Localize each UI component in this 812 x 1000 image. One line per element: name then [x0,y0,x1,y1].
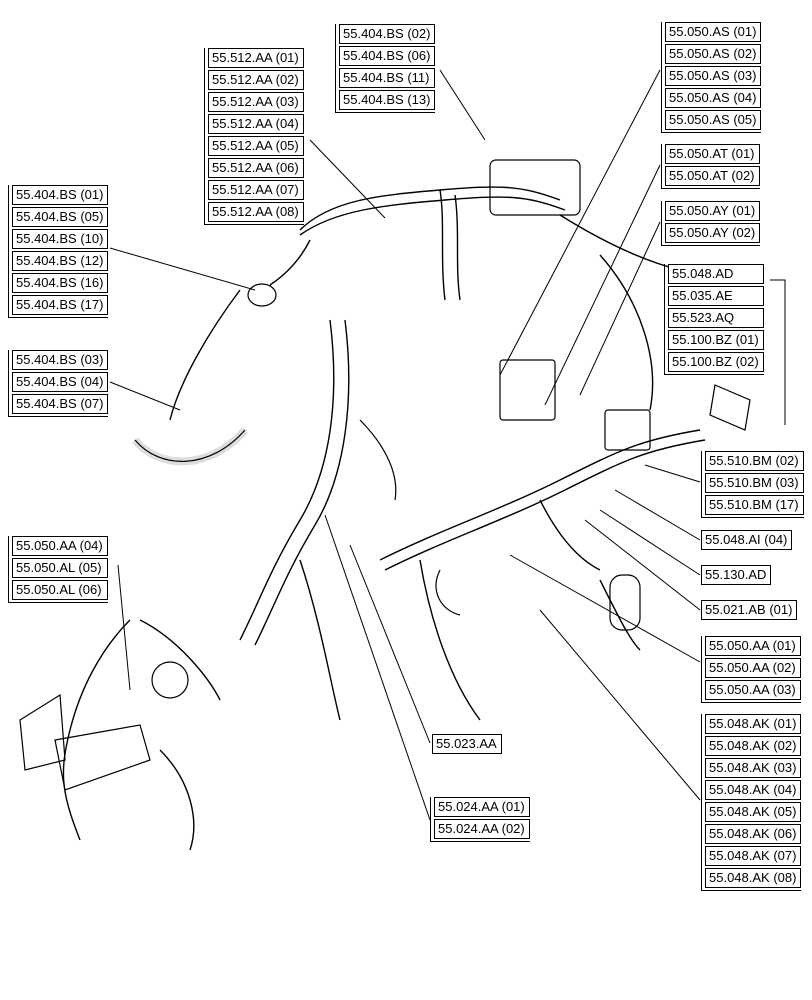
part-label[interactable]: 55.050.AA (02) [705,658,801,678]
part-label[interactable]: 55.512.AA (02) [208,70,304,90]
headlight-right-shape [54,724,151,791]
part-label[interactable]: 55.050.AS (03) [665,66,762,86]
part-label[interactable]: 55.050.AS (01) [665,22,762,42]
part-label[interactable]: 55.404.BS (04) [12,372,109,392]
part-label[interactable]: 55.404.BS (10) [12,229,109,249]
part-label[interactable]: 55.050.AT (02) [665,166,760,186]
label-group-024aa: 55.024.AA (01) 55.024.AA (02) [430,797,530,842]
label-group-050aa-right: 55.050.AA (01) 55.050.AA (02) 55.050.AA … [701,636,801,703]
part-label[interactable]: 55.050.AA (03) [705,680,801,700]
part-label[interactable]: 55.512.AA (08) [208,202,304,222]
part-label[interactable]: 55.048.AK (08) [705,868,802,888]
headlight-left-shape [19,693,66,771]
part-label[interactable]: 55.512.AA (01) [208,48,304,68]
label-group-404bs-mid: 55.404.BS (03) 55.404.BS (04) 55.404.BS … [8,350,109,417]
part-label[interactable]: 55.512.AA (06) [208,158,304,178]
part-label[interactable]: 55.048.AK (04) [705,780,802,800]
part-label[interactable]: 55.050.AA (04) [12,536,108,556]
part-label[interactable]: 55.050.AS (02) [665,44,762,64]
lamp-shape [247,283,277,307]
part-label[interactable]: 55.510.BM (03) [705,473,804,493]
part-label[interactable]: 55.048.AK (03) [705,758,802,778]
work-lamp-shape [709,384,751,431]
label-group-050ay: 55.050.AY (01) 55.050.AY (02) [661,201,761,246]
part-label[interactable]: 55.048.AK (05) [705,802,802,822]
part-label[interactable]: 55.024.AA (02) [434,819,530,839]
part-label[interactable]: 55.050.AS (05) [665,110,762,130]
part-label[interactable]: 55.404.BS (07) [12,394,109,414]
part-label[interactable]: 55.512.AA (07) [208,180,304,200]
part-label[interactable]: 55.404.BS (05) [12,207,109,227]
part-label[interactable]: 55.050.AL (06) [12,580,108,600]
part-label[interactable]: 55.048.AK (07) [705,846,802,866]
part-label[interactable]: 55.048.AK (01) [705,714,802,734]
part-label[interactable]: 55.050.AS (04) [665,88,762,108]
part-label[interactable]: 55.404.BS (16) [12,273,109,293]
part-label[interactable]: 55.130.AD [701,565,772,585]
label-group-130ad: 55.130.AD [701,565,772,587]
part-label[interactable]: 55.512.AA (04) [208,114,304,134]
part-label[interactable]: 55.050.AY (02) [665,223,761,243]
accumulator-shape [609,574,641,631]
label-group-048ad: 55.048.AD 55.035.AE 55.523.AQ 55.100.BZ … [664,264,764,375]
label-group-050as: 55.050.AS (01) 55.050.AS (02) 55.050.AS … [661,22,762,133]
ecu-module-shape [489,159,581,216]
label-group-023aa: 55.023.AA [432,734,502,756]
label-group-512aa: 55.512.AA (01) 55.512.AA (02) 55.512.AA … [204,48,304,225]
part-label[interactable]: 55.523.AQ [668,308,764,328]
part-label[interactable]: 55.048.AK (02) [705,736,802,756]
part-label[interactable]: 55.048.AI (04) [701,530,793,550]
part-label[interactable]: 55.021.AB (01) [701,600,798,620]
part-label[interactable]: 55.510.BM (02) [705,451,804,471]
part-label[interactable]: 55.404.BS (06) [339,46,436,66]
part-label[interactable]: 55.100.BZ (02) [668,352,764,372]
alternator-shape [151,661,189,699]
part-label[interactable]: 55.404.BS (02) [339,24,436,44]
label-group-404bs-left: 55.404.BS (01) 55.404.BS (05) 55.404.BS … [8,185,109,318]
part-label[interactable]: 55.050.AA (01) [705,636,801,656]
part-label[interactable]: 55.035.AE [668,286,764,306]
label-group-048ai: 55.048.AI (04) [701,530,793,552]
relay-box-shape [604,409,651,451]
part-label[interactable]: 55.404.BS (12) [12,251,109,271]
label-group-050at: 55.050.AT (01) 55.050.AT (02) [661,144,760,189]
label-group-048ak: 55.048.AK (01) 55.048.AK (02) 55.048.AK … [701,714,802,891]
label-group-021ab: 55.021.AB (01) [701,600,798,622]
component-shapes [19,159,751,791]
part-label[interactable]: 55.404.BS (03) [12,350,109,370]
label-group-404bs-top: 55.404.BS (02) 55.404.BS (06) 55.404.BS … [335,24,436,113]
part-label[interactable]: 55.048.AD [668,264,764,284]
part-label[interactable]: 55.404.BS (17) [12,295,109,315]
part-label[interactable]: 55.048.AK (06) [705,824,802,844]
leader-lines [109,69,786,821]
part-label[interactable]: 55.512.AA (05) [208,136,304,156]
part-label[interactable]: 55.404.BS (13) [339,90,436,110]
part-label[interactable]: 55.510.BM (17) [705,495,804,515]
harness-artwork [62,186,706,851]
label-group-510bm: 55.510.BM (02) 55.510.BM (03) 55.510.BM … [701,451,804,518]
part-label[interactable]: 55.404.BS (11) [339,68,436,88]
part-label[interactable]: 55.050.AT (01) [665,144,760,164]
part-label[interactable]: 55.404.BS (01) [12,185,109,205]
part-label[interactable]: 55.024.AA (01) [434,797,530,817]
label-group-050aa-left: 55.050.AA (04) 55.050.AL (05) 55.050.AL … [8,536,108,603]
part-label[interactable]: 55.023.AA [432,734,502,754]
part-label[interactable]: 55.100.BZ (01) [668,330,764,350]
connector-block-shape [499,359,556,421]
part-label[interactable]: 55.050.AL (05) [12,558,108,578]
part-label[interactable]: 55.050.AY (01) [665,201,761,221]
part-label[interactable]: 55.512.AA (03) [208,92,304,112]
